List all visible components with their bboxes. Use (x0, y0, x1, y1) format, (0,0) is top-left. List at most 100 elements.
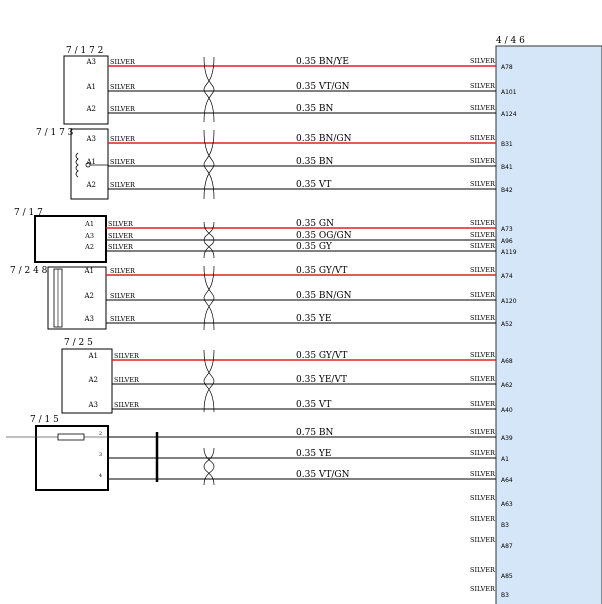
ecu-pin-label: B41 (501, 164, 513, 171)
connector-7-173: 7 / 1 7 3 (36, 128, 109, 200)
connector-label: 7 / 1 5 (30, 415, 59, 425)
wire-spec-label: 0.35 YE (296, 314, 331, 324)
ecu-plating-label: SILVER (470, 585, 496, 593)
connector-pin-label: A3 (84, 232, 94, 240)
ecu-plating-label: SILVER (470, 470, 496, 478)
ecu-plating-label: SILVER (470, 291, 496, 299)
ecu-block (495, 45, 602, 604)
connector-pin-label: A1 (85, 158, 96, 166)
wire-spec-label: 0.35 OG/GN (296, 231, 352, 241)
ecu-pin-label: A87 (501, 543, 513, 550)
ecu-plating-label: SILVER (470, 57, 496, 65)
fuse-icon (57, 433, 85, 441)
ecu-pin-label: A68 (501, 358, 513, 365)
connector-pin-label: A1 (87, 352, 98, 360)
connector-pin-label: A1 (84, 220, 94, 228)
connector-pin-label: A2 (85, 105, 96, 113)
connector-plating-label: SILVER (110, 83, 136, 91)
ecu-pin: SILVER B3 (470, 585, 509, 599)
connector-plating-label: SILVER (110, 181, 136, 189)
ecu-pin-label: A101 (501, 89, 517, 96)
wire-spec-label: 0.35 VT/GN (296, 82, 350, 92)
connector-plating-label: SILVER (108, 232, 134, 240)
connector-pin-label: A3 (87, 401, 98, 409)
ecu-plating-label: SILVER (470, 400, 496, 408)
wire-row: A3 SILVER 0.35 OG/GN SILVER A96 (84, 231, 513, 245)
wire-spec-label: 0.35 GY/VT (296, 351, 347, 361)
ecu-plating-label: SILVER (470, 351, 496, 359)
connector-pin-label: A2 (85, 181, 96, 189)
ecu-plating-label: SILVER (470, 494, 496, 502)
ecu-pin-label: A96 (501, 238, 513, 245)
connector-7-25: 7 / 2 5 (61, 338, 113, 414)
twisted-pair-icon (203, 129, 215, 200)
wire-spec-label: 0.35 YE (296, 449, 331, 459)
connector-label: 7 / 1 7 (14, 208, 43, 218)
ecu-plating-label: SILVER (470, 82, 496, 90)
wire-spec-label: 0.35 YE/VT (296, 375, 347, 385)
ecu-plating-label: SILVER (470, 231, 496, 239)
twisted-pair-icon (203, 265, 215, 331)
unused-ecu-pins: SILVERA63SILVERB3SILVERA87SILVERA85SILVE… (470, 494, 513, 599)
wire-row: A1 SILVER 0.35 VT/GN SILVER A101 (85, 82, 516, 96)
ecu-pin-label: A62 (501, 382, 513, 389)
ecu-plating-label: SILVER (470, 566, 496, 574)
connector-pin-label: 2 (99, 431, 102, 437)
wire-spec-label: 0.35 GY (296, 242, 333, 252)
coil-symbol (75, 152, 79, 178)
connector-pin-label: A1 (83, 267, 94, 275)
twisted-pair-icon (203, 221, 215, 259)
ecu-plating-label: SILVER (470, 104, 496, 112)
connector-pin-label: A1 (85, 83, 96, 91)
wire-spec-label: 0.35 BN (296, 104, 334, 114)
wire-spec-label: 0.35 GY/VT (296, 266, 347, 276)
wire-spec-label: 0.35 VT/GN (296, 470, 350, 480)
ecu-pin-label: A64 (501, 477, 513, 484)
ecu-plating-label: SILVER (470, 536, 496, 544)
connector-plating-label: SILVER (114, 352, 140, 360)
twisted-pair-icon (203, 349, 215, 413)
connector-7-172: 7 / 1 7 2 (63, 46, 109, 125)
connector-plating-label: SILVER (108, 220, 134, 228)
ecu-plating-label: SILVER (470, 314, 496, 322)
wire-spec-label: 0.35 VT (296, 180, 331, 190)
wire-spec-label: 0.35 GN (296, 219, 334, 229)
ecu-plating-label: SILVER (470, 449, 496, 457)
wire-spec-label: 0.35 BN/GN (296, 134, 352, 144)
wire-row: A2 SILVER 0.35 YE/VT SILVER A62 (87, 375, 512, 389)
connector-plating-label: SILVER (110, 267, 136, 275)
connector-pin-label: A3 (83, 315, 94, 323)
ecu-pin-label: B31 (501, 141, 513, 148)
ecu-pin-label: B42 (501, 187, 513, 194)
ecu-pin-label: A1 (501, 456, 509, 463)
ecu-pin: SILVER A85 (470, 566, 513, 580)
wire-spec-label: 0.35 VT (296, 400, 331, 410)
ecu-plating-label: SILVER (470, 242, 496, 250)
ecu-plating-label: SILVER (470, 375, 496, 383)
connector-7-17: 7 / 1 7 (14, 208, 107, 263)
connector-label: 7 / 2 5 (64, 338, 93, 348)
ecu-pin-label: A85 (501, 573, 513, 580)
ecu-pin-label: B3 (501, 592, 509, 599)
connector-plating-label: SILVER (114, 376, 140, 384)
connector-pin-label: A2 (84, 243, 94, 251)
connector-plating-label: SILVER (110, 315, 136, 323)
connector-pin-label: A3 (85, 58, 96, 66)
ecu-pin-label: A78 (501, 64, 513, 71)
wire-row: A1 SILVER 0.35 GY/VT SILVER A68 (87, 351, 512, 365)
connector-plating-label: SILVER (110, 292, 136, 300)
connector-pin-label: A2 (87, 376, 98, 384)
